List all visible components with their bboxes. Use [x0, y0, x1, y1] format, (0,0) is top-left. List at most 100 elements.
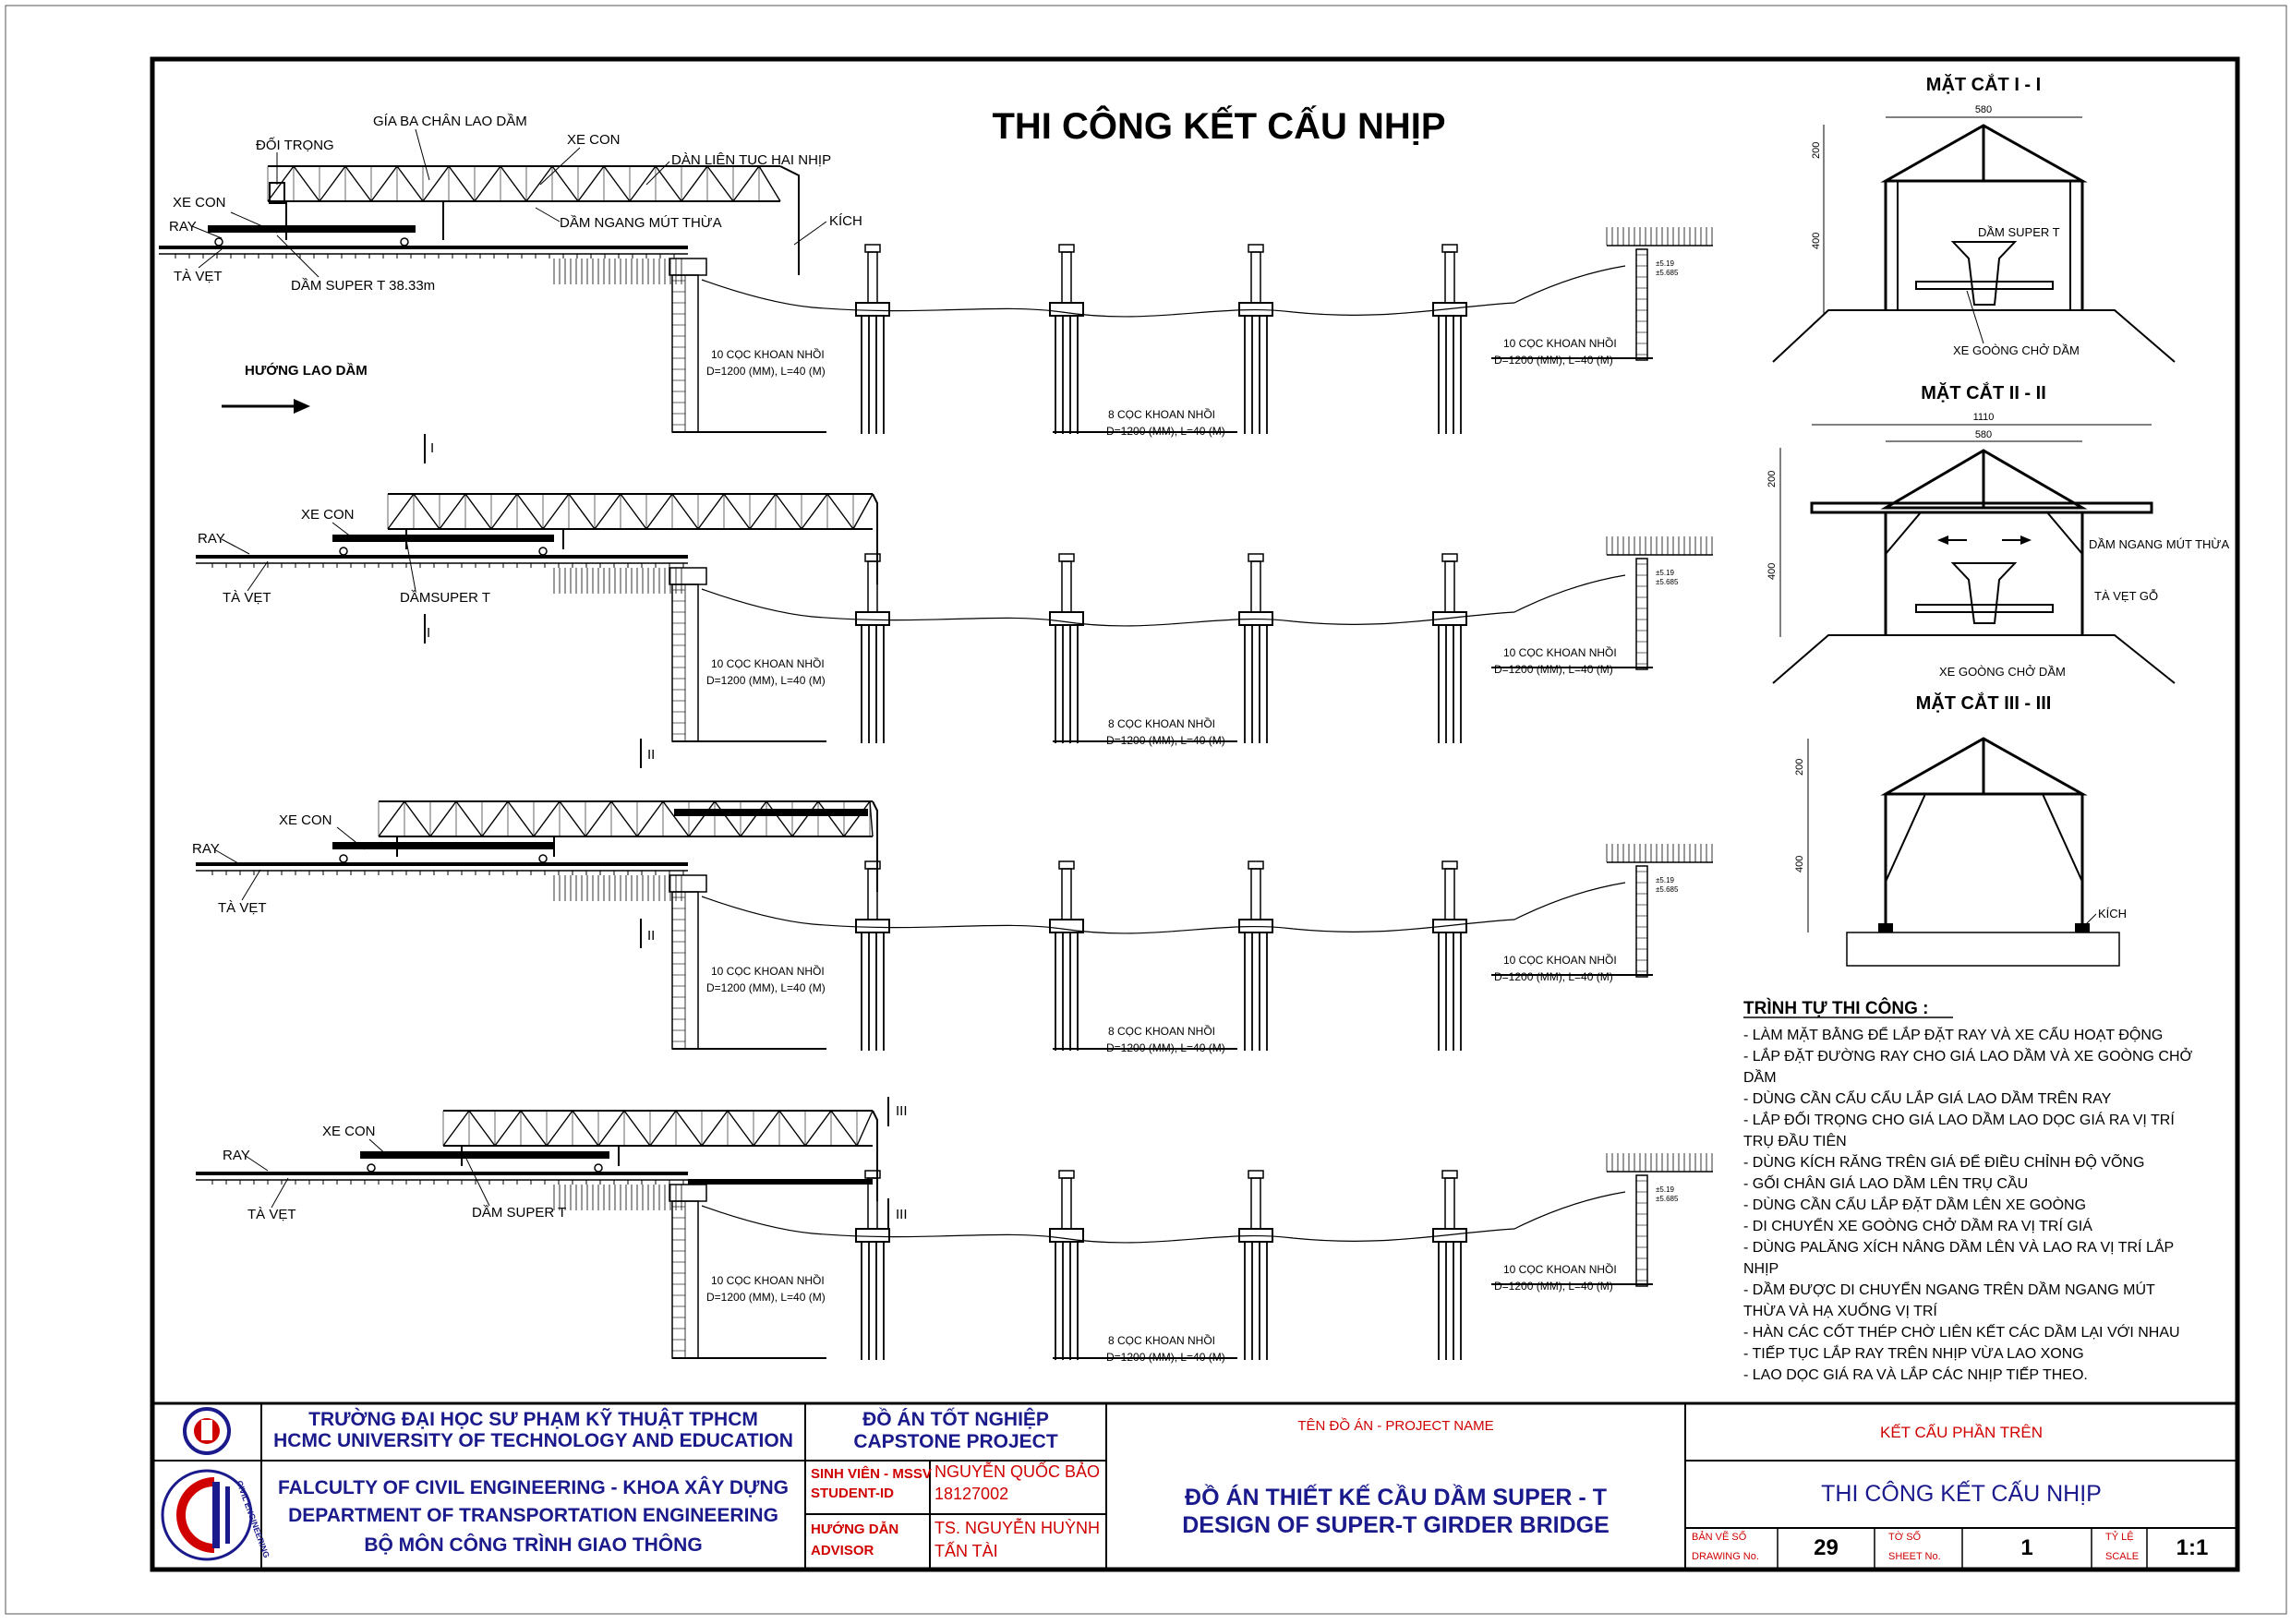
faculty-name: FALCULTY OF CIVIL ENGINEERING - KHOA XÂY… — [278, 1477, 789, 1498]
procedure-line: - DÙNG CẦN CẨU CẨU LẮP GIÁ LAO DẦM TRÊN … — [1743, 1089, 2112, 1107]
pile-spec-abutment-right: D=1200 (MM), L=40 (M) — [1494, 970, 1613, 983]
label-rail: RAY — [223, 1148, 250, 1163]
advisor-name-1: TS. NGUYỄN HUỲNH — [934, 1519, 1101, 1537]
section-2-label-sleeper: TÀ VẸT GỖ — [2094, 589, 2158, 603]
project-name-en: DESIGN OF SUPER-T GIRDER BRIDGE — [1182, 1512, 1610, 1538]
pile-label-abutment-right: 10 CỌC KHOAN NHỒI — [1503, 645, 1617, 659]
advisor-label-vn: HƯỚNG DẪN — [811, 1522, 899, 1537]
drawing-title: THI CÔNG KẾT CẤU NHỊP — [992, 104, 1445, 147]
pile-spec-abutment-right: D=1200 (MM), L=40 (M) — [1494, 663, 1613, 676]
section-3-dim-h2: 400 — [1794, 856, 1805, 872]
procedure-line: - DẦM ĐƯỢC DI CHUYỂN NGANG TRÊN DẦM NGAN… — [1743, 1281, 2155, 1298]
section-1-label-girder: DẦM SUPER T — [1978, 225, 2060, 239]
project-type-vn: ĐỒ ÁN TỐT NGHIỆP — [862, 1409, 1049, 1430]
drawing-number: 29 — [1814, 1535, 1839, 1560]
stage4-labels: XE CON RAY TÀ VẸT DẦM SUPER T — [223, 1124, 566, 1222]
direction-arrow — [222, 399, 310, 414]
elevation-label-1: ±5.19 — [1656, 569, 1675, 577]
label-truss: DÀN LIÊN TỤC HAI NHỊP — [671, 152, 831, 168]
university-name-vn: TRƯỜNG ĐẠI HỌC SƯ PHẠM KỸ THUẬT TPHCM — [308, 1409, 758, 1430]
sheet-no-label-vn: TỜ SỐ — [1888, 1532, 1922, 1543]
label-trolley-top: XE CON — [567, 132, 621, 148]
launch-direction-label: HƯỚNG LAO DẦM — [245, 362, 368, 379]
section-1-dim-h1: 200 — [1811, 142, 1822, 159]
section-1-dim-top: 580 — [1975, 104, 1992, 115]
section-2-dim-top: 1110 — [1973, 412, 1995, 423]
procedure-title: TRÌNH TỰ THI CÔNG : — [1743, 998, 1928, 1018]
part-name: KẾT CẤU PHẦN TRÊN — [1879, 1424, 2044, 1441]
cut-mark-2-bottom: II — [647, 928, 655, 944]
pile-spec-abutment-right: D=1200 (MM), L=40 (M) — [1494, 354, 1613, 367]
procedure-line: - LẮP ĐẶT ĐƯỜNG RAY CHO GIÁ LAO DẦM VÀ X… — [1743, 1047, 2193, 1065]
pile-spec-pier: D=1200 (MM), L=40 (M) — [1106, 1351, 1225, 1364]
label-jack: KÍCH — [829, 213, 862, 229]
label-gantry: GÍA BA CHÂN LAO DẦM — [373, 114, 527, 129]
pile-spec-abutment-left: D=1200 (MM), L=40 (M) — [706, 1291, 826, 1304]
section-3-dim-h1: 200 — [1794, 759, 1805, 776]
procedure-line: THỪA VÀ HẠ XUỐNG VỊ TRÍ — [1743, 1301, 1937, 1319]
elevation-label-2: ±5.685 — [1656, 578, 1679, 586]
division-name: BỘ MÔN CÔNG TRÌNH GIAO THÔNG — [364, 1534, 703, 1556]
section-2-dim-mid: 580 — [1975, 429, 1992, 440]
elevation-label-1: ±5.19 — [1656, 1185, 1675, 1194]
section-2-drawing: MẶT CẮT II - II 1110 580 200 400 DẦM NGA… — [1766, 381, 2230, 684]
scale-label-en: SCALE — [2105, 1551, 2140, 1562]
stage2-labels: XE CON RAY TÀ VẸT DẦMSUPER T — [198, 507, 490, 606]
section-2-dim-h1: 200 — [1766, 471, 1778, 487]
section-1-label-cart: XE GOÒNG CHỞ DẦM — [1953, 343, 2080, 357]
label-rail: RAY — [192, 841, 220, 857]
university-logo — [183, 1407, 231, 1455]
section-2-label-beam: DẦM NGANG MÚT THỪA — [2089, 537, 2230, 551]
civil-engineering-logo: CIVIL ENGINEERING — [161, 1469, 271, 1561]
elevation-stage-1: 10 CỌC KHOAN NHỒI D=1200 (MM), L=40 (M) 8 … — [159, 165, 1713, 438]
stage3-leaders — [213, 826, 366, 901]
section-1-dim-h2: 400 — [1811, 233, 1822, 249]
procedure-line: NHỊP — [1743, 1261, 1779, 1277]
procedure-line: - HÀN CÁC CỐT THÉP CHỜ LIÊN KẾT CÁC DẦM … — [1743, 1322, 2180, 1341]
procedure-line: DẦM — [1743, 1068, 1777, 1086]
procedure-line: - TIẾP TỤC LẮP RAY TRÊN NHỊP VỪA LAO XON… — [1743, 1344, 2084, 1362]
procedure-block: TRÌNH TỰ THI CÔNG : - LÀM MẶT BẰNG ĐỂ LẮ… — [1743, 998, 2193, 1383]
procedure-line: TRỤ ĐẦU TIÊN — [1743, 1132, 1847, 1149]
procedure-line: - DÙNG KÍCH RĂNG TRÊN GIÁ ĐỂ ĐIỀU CHỈNH … — [1743, 1152, 2144, 1171]
procedure-line: - DÙNG PALĂNG XÍCH NÂNG DẦM LÊN VÀ LAO R… — [1743, 1238, 2174, 1256]
pile-label-pier: 8 CỌC KHOAN NHỒI — [1108, 1333, 1215, 1347]
pile-spec-pier: D=1200 (MM), L=40 (M) — [1106, 1041, 1225, 1054]
student-name: NGUYỄN QUỐC BẢO — [934, 1462, 1101, 1481]
section-2-dim-h2: 400 — [1766, 563, 1778, 580]
elevation-label-1: ±5.19 — [1656, 259, 1675, 268]
cut-mark-2-top: II — [647, 747, 655, 763]
procedure-line: - DÙNG CẦN CẨU LẮP ĐẶT DẦM LÊN XE GOÒNG — [1743, 1196, 2086, 1213]
student-label-vn: SINH VIÊN - MSSV — [811, 1466, 932, 1482]
label-girder: DẦM SUPER T — [472, 1205, 566, 1221]
cut-mark-1-bottom: I — [427, 625, 430, 641]
scale-label-vn: TỶ LỆ — [2105, 1532, 2134, 1543]
project-name-label: TÊN ĐỒ ÁN - PROJECT NAME — [1297, 1418, 1494, 1434]
sheet-number: 1 — [2020, 1535, 2033, 1560]
pile-label-pier: 8 CỌC KHOAN NHỒI — [1108, 407, 1215, 421]
pile-spec-pier: D=1200 (MM), L=40 (M) — [1106, 425, 1225, 438]
procedure-line: - LÀM MẶT BẰNG ĐỂ LẮP ĐẶT RAY VÀ XE CẨU … — [1743, 1026, 2163, 1043]
label-girder: DẦM SUPER T 38.33m — [291, 278, 435, 294]
section-3-drawing: MẶT CẮT III - III 200 400 KÍCH — [1794, 692, 2127, 967]
pile-spec-abutment-left: D=1200 (MM), L=40 (M) — [706, 365, 826, 378]
stage4-leaders — [245, 1138, 490, 1209]
label-trolley: XE CON — [322, 1124, 376, 1139]
pile-spec-abutment-left: D=1200 (MM), L=40 (M) — [706, 981, 826, 994]
elevation-label-1: ±5.19 — [1656, 876, 1675, 884]
university-name-en: HCMC UNIVERSITY OF TECHNOLOGY AND EDUCAT… — [273, 1430, 793, 1451]
sheet-no-label-en: SHEET No. — [1888, 1551, 1941, 1562]
pile-label-pier: 8 CỌC KHOAN NHỒI — [1108, 1024, 1215, 1038]
label-sleeper: TÀ VẸT — [247, 1207, 296, 1222]
pile-label-abutment-right: 10 CỌC KHOAN NHỒI — [1503, 336, 1617, 350]
elevation-label-2: ±5.685 — [1656, 885, 1679, 894]
drawing-no-label-en: DRAWING No. — [1692, 1551, 1759, 1562]
label-rail: RAY — [198, 531, 225, 547]
procedure-line: - LẮP ĐỐI TRỌNG CHO GIÁ LAO DẦM LAO DỌC … — [1743, 1110, 2175, 1128]
pile-spec-abutment-right: D=1200 (MM), L=40 (M) — [1494, 1280, 1613, 1293]
